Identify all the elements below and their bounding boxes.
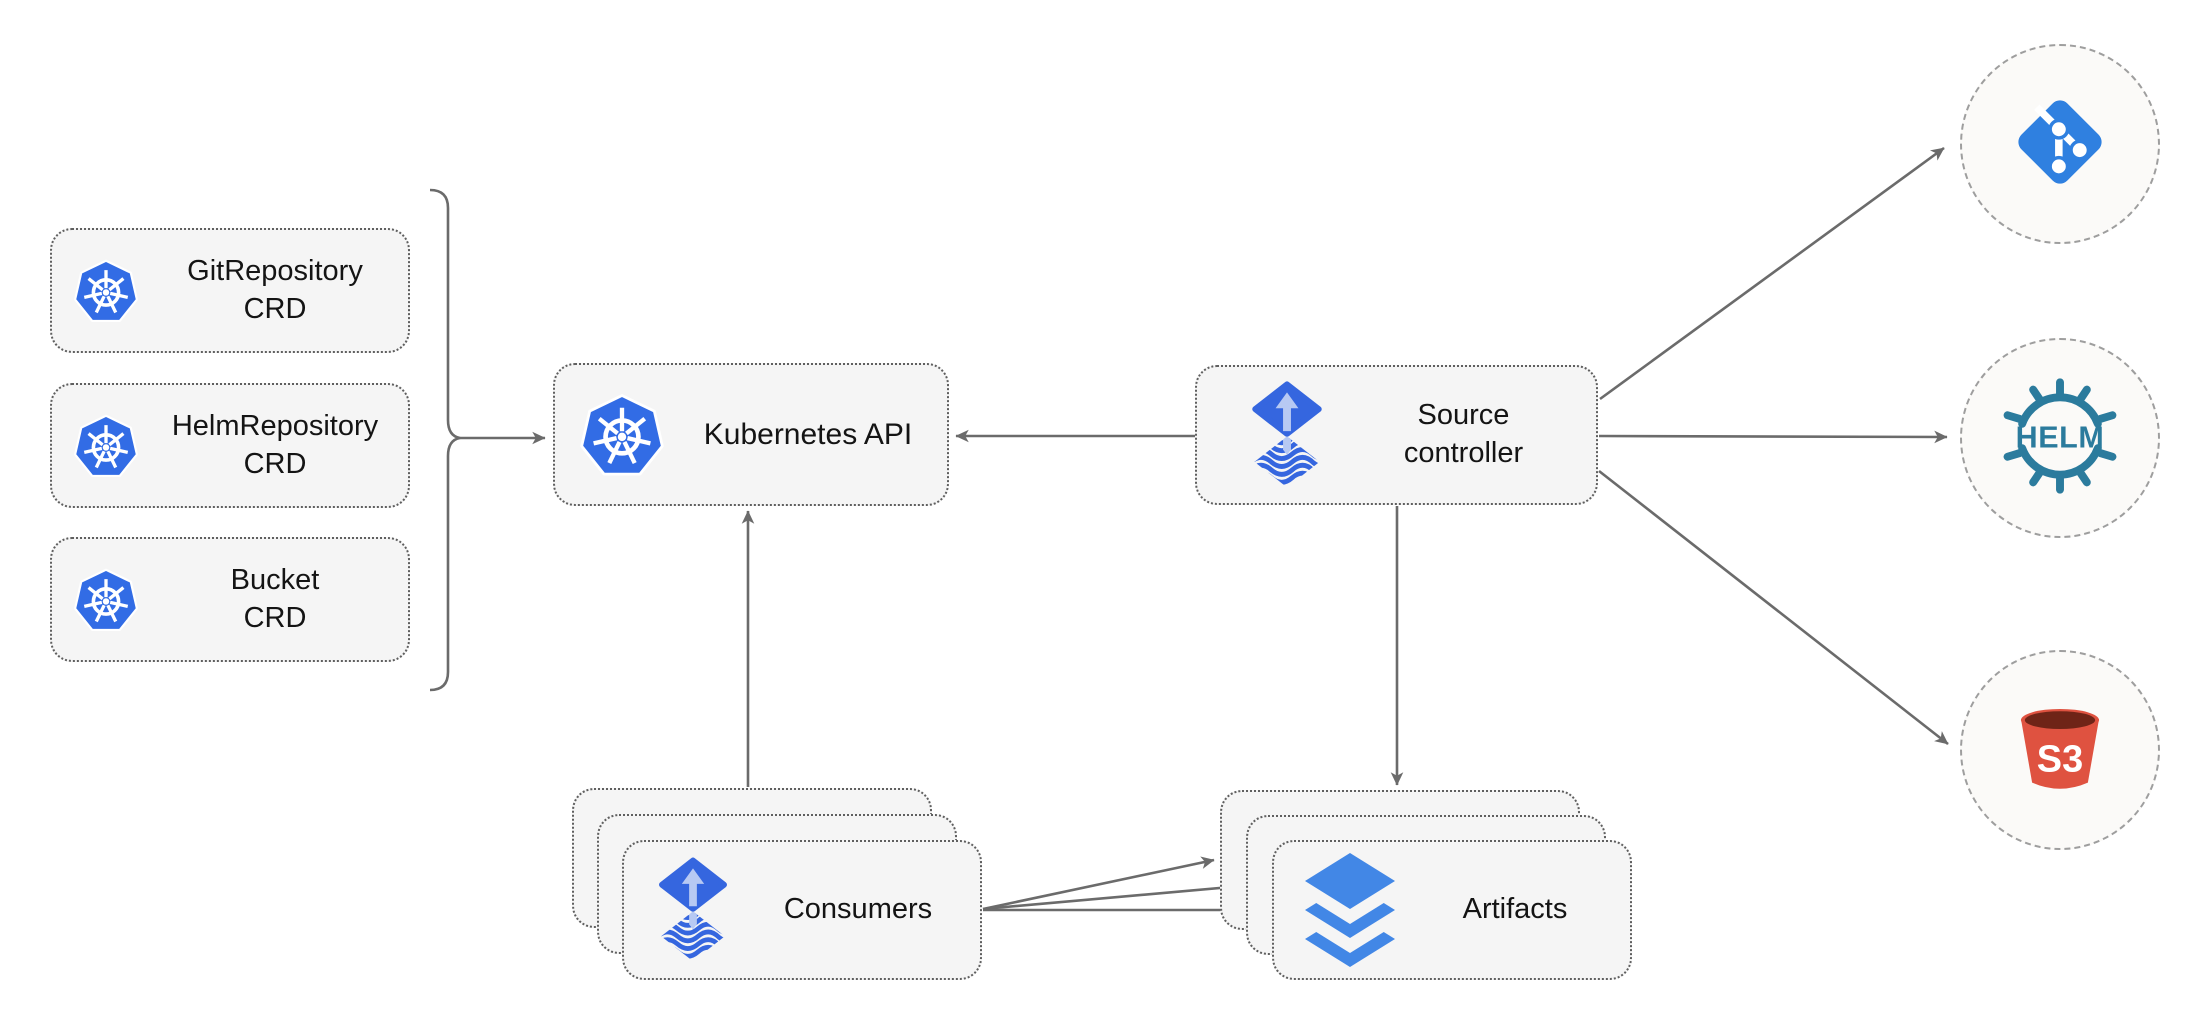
endpoint-s3: S3 bbox=[1960, 650, 2160, 850]
edge-consumers-to-artifacts-2 bbox=[982, 880, 1243, 911]
helm-icon: HELM bbox=[1999, 375, 2121, 502]
kubernetes-icon bbox=[70, 410, 142, 482]
node-consumers: Consumers bbox=[622, 840, 982, 980]
endpoint-git bbox=[1960, 44, 2160, 244]
s3-logo-text: S3 bbox=[2037, 738, 2083, 780]
s3-bucket-icon: S3 bbox=[2004, 690, 2116, 811]
edge-source-controller-to-helm bbox=[1598, 430, 1948, 444]
edge-source-controller-to-s3 bbox=[1598, 469, 1949, 746]
node-label: Source controller bbox=[1331, 397, 1596, 472]
helm-logo-text: HELM bbox=[2016, 420, 2105, 454]
label-line: CRD bbox=[243, 292, 307, 325]
node-bucket-crd: Bucket CRD bbox=[50, 537, 410, 662]
kubernetes-icon bbox=[70, 564, 142, 636]
endpoint-helm: HELM bbox=[1960, 338, 2160, 538]
label-line: Bucket bbox=[230, 563, 320, 596]
label-line: CRD bbox=[243, 447, 307, 480]
node-label: Artifacts bbox=[1462, 893, 1568, 926]
layers-icon bbox=[1300, 853, 1400, 967]
label-line: CRD bbox=[243, 601, 307, 634]
node-gitrepository-crd: GitRepository CRD bbox=[50, 228, 410, 353]
label-line: GitRepository bbox=[187, 254, 363, 287]
kubernetes-icon bbox=[575, 388, 669, 482]
edge-source-controller-to-git bbox=[1599, 146, 1945, 401]
flux-icon bbox=[1243, 381, 1331, 490]
git-icon bbox=[2002, 84, 2118, 205]
kubernetes-icon bbox=[70, 255, 142, 327]
node-label: Consumers bbox=[783, 893, 933, 926]
node-label: Kubernetes API bbox=[703, 418, 913, 451]
node-artifacts-stack: Artifacts bbox=[1220, 790, 1632, 980]
node-artifacts: Artifacts bbox=[1272, 840, 1632, 980]
label-line: HelmRepository bbox=[171, 409, 379, 442]
node-label: Bucket CRD bbox=[142, 562, 408, 637]
node-helmrepository-crd: HelmRepository CRD bbox=[50, 383, 410, 508]
edge-consumers-to-artifacts-1 bbox=[982, 856, 1215, 911]
node-label: GitRepository CRD bbox=[142, 253, 408, 328]
label-line: Source bbox=[1417, 399, 1510, 432]
node-source-controller: Source controller bbox=[1195, 365, 1598, 505]
node-label: HelmRepository CRD bbox=[142, 408, 408, 483]
flux-icon bbox=[650, 857, 736, 964]
crd-bracket bbox=[429, 188, 461, 692]
label-line: controller bbox=[1403, 437, 1524, 469]
node-kubernetes-api: Kubernetes API bbox=[553, 363, 949, 506]
node-consumers-stack: Consumers bbox=[572, 788, 982, 980]
